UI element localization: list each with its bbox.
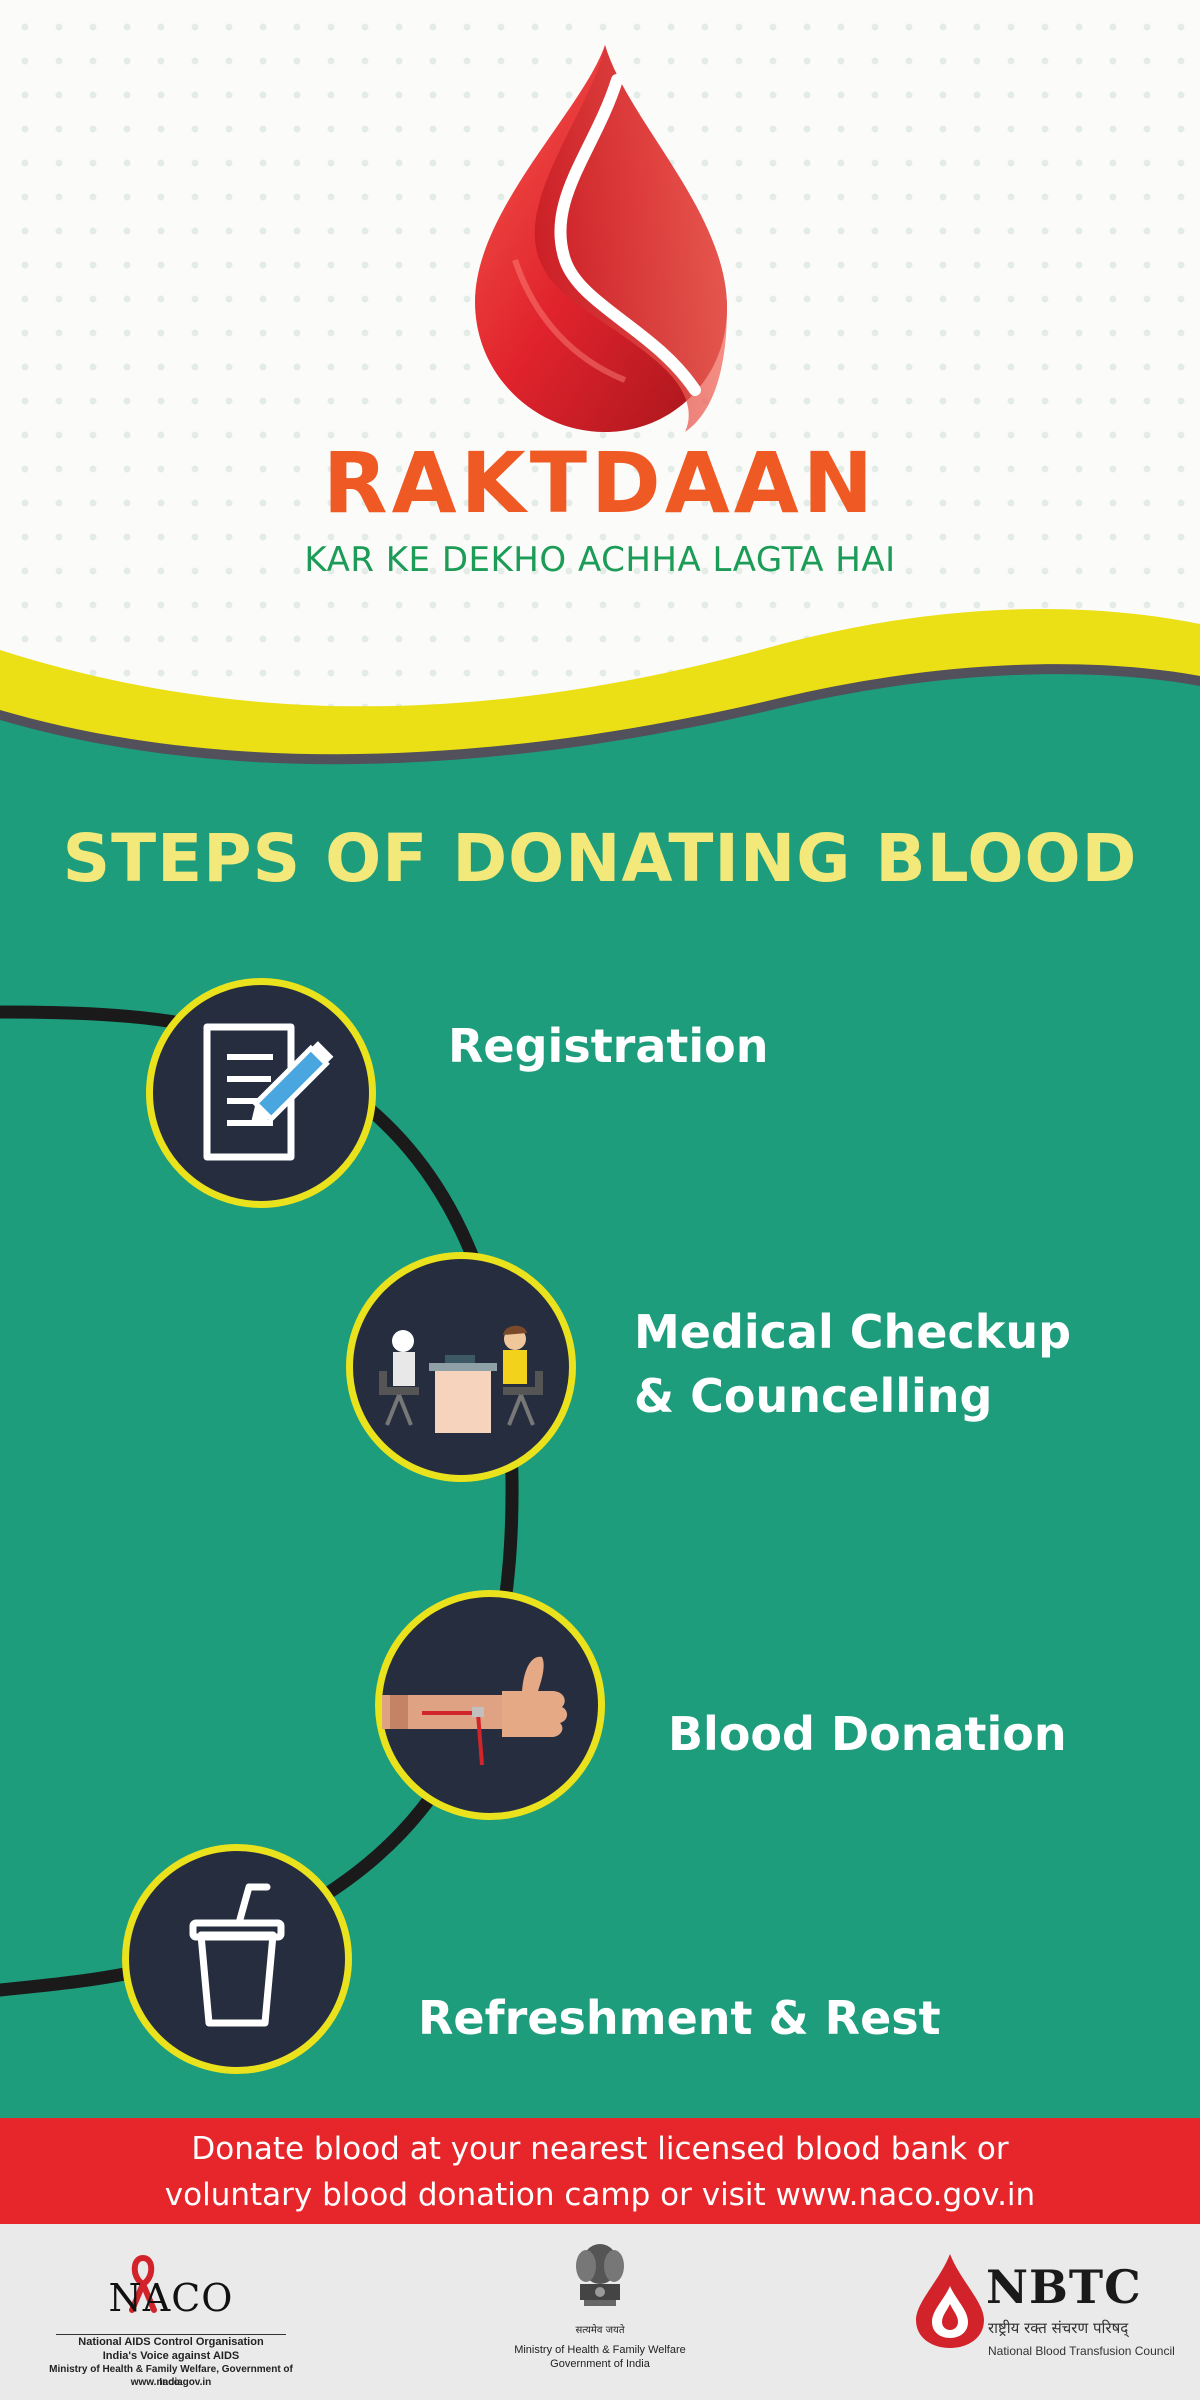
red-ribbon-icon — [129, 2254, 157, 2313]
step-refreshment-circle — [122, 1844, 352, 2074]
step-registration-circle — [146, 978, 376, 1208]
yellow-wave — [0, 608, 1200, 820]
banner-line2: voluntary blood donation camp or visit w… — [164, 2177, 1036, 2213]
naco-line1: National AIDS Control Organisation — [78, 2336, 264, 2348]
naco-logo: NACO National AIDS Control Organisation … — [46, 2254, 296, 2394]
step-medical-checkup-line2: & Councelling — [634, 1369, 993, 1423]
naco-line3: Ministry of Health & Family Welfare, Gov… — [49, 2364, 293, 2388]
step-blood-donation-label: Blood Donation — [668, 1707, 1067, 1761]
info-banner: Donate blood at your nearest licensed bl… — [0, 2118, 1200, 2224]
step-medical-checkup-line1: Medical Checkup — [634, 1305, 1071, 1359]
step-blood-donation-circle — [375, 1590, 605, 1820]
banner-line1: Donate blood at your nearest licensed bl… — [191, 2131, 1009, 2167]
emblem-line2: Government of India — [550, 2358, 650, 2370]
steps-title: STEPS OF DONATING BLOOD — [62, 820, 1138, 897]
step-refreshment-label: Refreshment & Rest — [418, 1991, 941, 2045]
arm-thumbs-up-icon — [382, 1656, 568, 1766]
nbtc-logo: NBTC राष्ट्रीय रक्त संचरण परिषद् Nationa… — [910, 2246, 1180, 2386]
naco-line2: India's Voice against AIDS — [102, 2350, 240, 2362]
emblem-motto: सत्यमेव जयते — [575, 2325, 625, 2336]
blood-drop-logo-icon — [475, 45, 727, 432]
nbtc-hindi-text: राष्ट्रीय रक्त संचरण परिषद् — [988, 2319, 1129, 2337]
drink-cup-icon — [189, 1883, 285, 2027]
document-pen-icon — [203, 1023, 334, 1161]
step-medical-checkup-circle — [346, 1252, 576, 1482]
step-registration-label: Registration — [448, 1019, 769, 1073]
brand-title: RAKTDAAN — [322, 434, 878, 532]
nbtc-line1: National Blood Transfusion Council — [988, 2344, 1175, 2358]
step-medical-checkup-label: Medical Checkup & Councelling — [634, 1300, 1071, 1428]
brand-tagline: KAR KE DEKHO ACHHA LAGTA HAI — [304, 540, 896, 580]
emblem-line1: Ministry of Health & Family Welfare — [514, 2344, 686, 2356]
doctor-consultation-icon — [379, 1325, 543, 1433]
naco-logo-text: NACO — [108, 2276, 234, 2320]
government-emblem: सत्यमेव जयते Ministry of Health & Family… — [480, 2240, 720, 2395]
naco-divider — [56, 2334, 286, 2335]
national-emblem-icon — [576, 2244, 624, 2306]
nbtc-drop-icon — [916, 2254, 984, 2348]
nbtc-logo-text: NBTC — [986, 2260, 1142, 2314]
naco-line4: www.naco.gov.in — [130, 2377, 212, 2388]
